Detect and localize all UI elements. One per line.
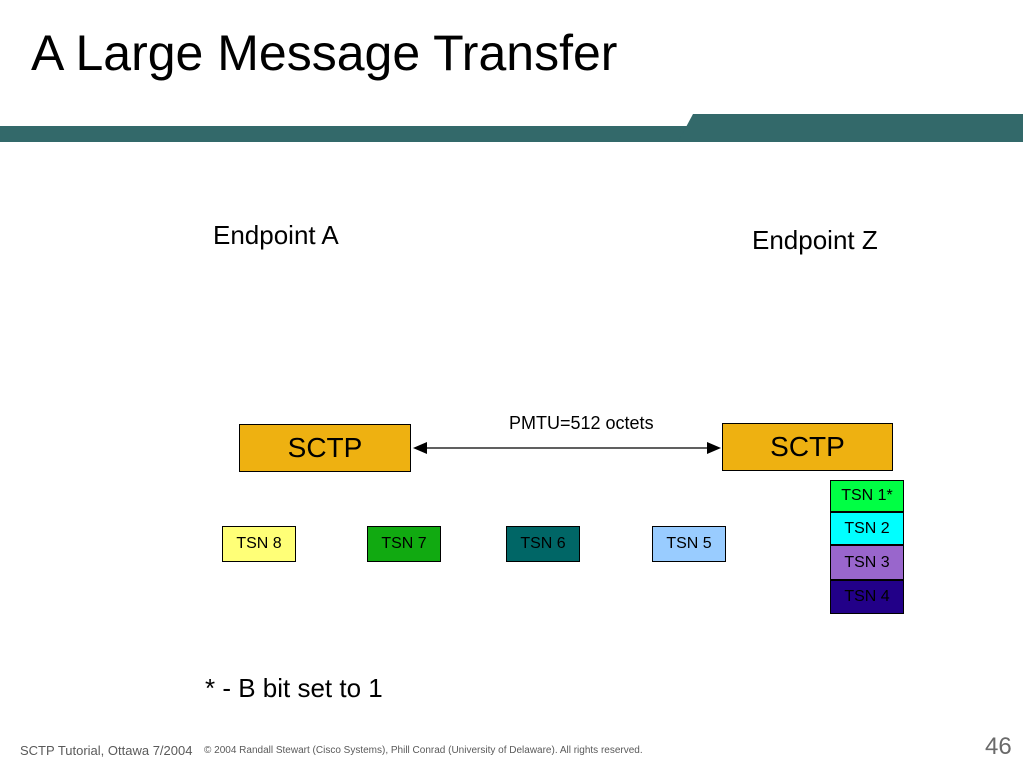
- arrow-head-right: [707, 442, 721, 454]
- bidirectional-arrow: [413, 442, 721, 454]
- title-bar-thick: [678, 114, 1023, 142]
- arrow-head-left: [413, 442, 427, 454]
- page-number: 46: [985, 733, 1012, 760]
- sctp-a-label: SCTP: [287, 432, 363, 463]
- sctp-box-a: SCTP: [239, 424, 411, 472]
- sctp-z-label: SCTP: [770, 431, 845, 462]
- tsn-chunk-in-transit: TSN 6: [506, 526, 580, 562]
- tsn-chunk-received: TSN 4: [830, 580, 904, 614]
- b-bit-note: * - B bit set to 1: [205, 673, 383, 703]
- footer-event: SCTP Tutorial, Ottawa 7/2004: [20, 743, 193, 758]
- tsn-chunk-received: TSN 2: [830, 512, 904, 545]
- tsn-chunk-in-transit: TSN 7: [367, 526, 441, 562]
- sctp-box-z: SCTP: [722, 423, 893, 471]
- pmtu-label: PMTU=512 octets: [509, 413, 654, 433]
- endpoint-z-label: Endpoint Z: [752, 225, 878, 255]
- tsn-chunk-received: TSN 1*: [830, 480, 904, 512]
- slide-title: A Large Message Transfer: [31, 25, 618, 81]
- endpoint-a-label: Endpoint A: [213, 220, 339, 250]
- tsn-chunk-in-transit: TSN 5: [652, 526, 726, 562]
- tsn-chunk-in-transit: TSN 8: [222, 526, 296, 562]
- title-divider-bar: [0, 114, 1023, 142]
- footer-copyright: © 2004 Randall Stewart (Cisco Systems), …: [204, 745, 643, 756]
- tsn-chunk-received: TSN 3: [830, 545, 904, 580]
